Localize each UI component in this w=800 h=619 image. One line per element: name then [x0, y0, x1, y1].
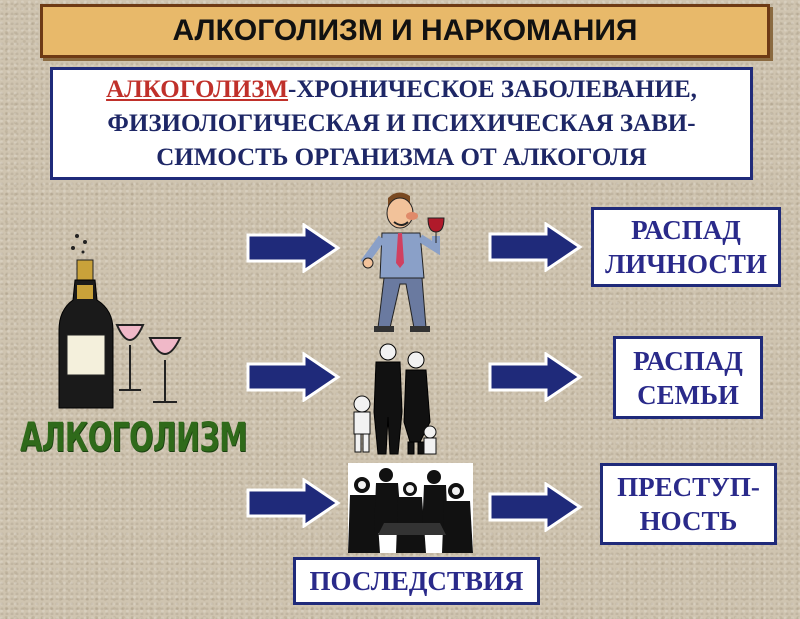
result-line1: РАСПАД — [631, 215, 741, 245]
definition-term: АЛКОГОЛИЗМ — [106, 75, 289, 103]
result-line1: РАСПАД — [633, 345, 743, 376]
result-line2: НОСТЬ — [639, 506, 738, 536]
arrow-right-icon — [488, 482, 583, 532]
definition-line1: -ХРОНИЧЕСКОЕ ЗАБОЛЕВАНИЕ, — [288, 75, 697, 103]
definition-box: АЛКОГОЛИЗМ-ХРОНИЧЕСКОЕ ЗАБОЛЕВАНИЕ, ФИЗИ… — [50, 67, 753, 180]
result-box-crime: ПРЕСТУП- НОСТЬ — [600, 463, 777, 545]
arrow-right-icon — [488, 222, 583, 272]
result-line2: СЕМЬИ — [637, 379, 739, 410]
result-line2: ЛИЧНОСТИ — [605, 249, 767, 279]
arrow-right-icon — [488, 352, 583, 402]
definition-line3: СИМОСТЬ ОРГАНИЗМА ОТ АЛКОГОЛЯ — [156, 143, 647, 171]
family-icon — [353, 343, 437, 455]
champagne-bottle-icon — [58, 234, 182, 409]
result-box-family: РАСПАД СЕМЬИ — [613, 336, 763, 419]
crowd-icon — [348, 463, 473, 553]
page-title: АЛКОГОЛИЗМ И НАРКОМАНИЯ — [40, 4, 770, 58]
footer-label: ПОСЛЕДСТВИЯ — [309, 566, 524, 596]
arrow-right-icon — [246, 478, 341, 528]
result-box-personality: РАСПАД ЛИЧНОСТИ — [591, 207, 781, 287]
arrow-right-icon — [246, 223, 341, 273]
arrow-right-icon — [246, 352, 341, 402]
result-line1: ПРЕСТУП- — [617, 472, 760, 502]
alcoholism-label: АЛКОГОЛИЗМ — [20, 415, 248, 461]
drunk-man-icon — [360, 192, 445, 332]
glasses-icon — [115, 324, 182, 403]
definition-line2: ФИЗИОЛОГИЧЕСКАЯ И ПСИХИЧЕСКАЯ ЗАВИ- — [107, 109, 696, 137]
footer-box: ПОСЛЕДСТВИЯ — [293, 557, 540, 605]
